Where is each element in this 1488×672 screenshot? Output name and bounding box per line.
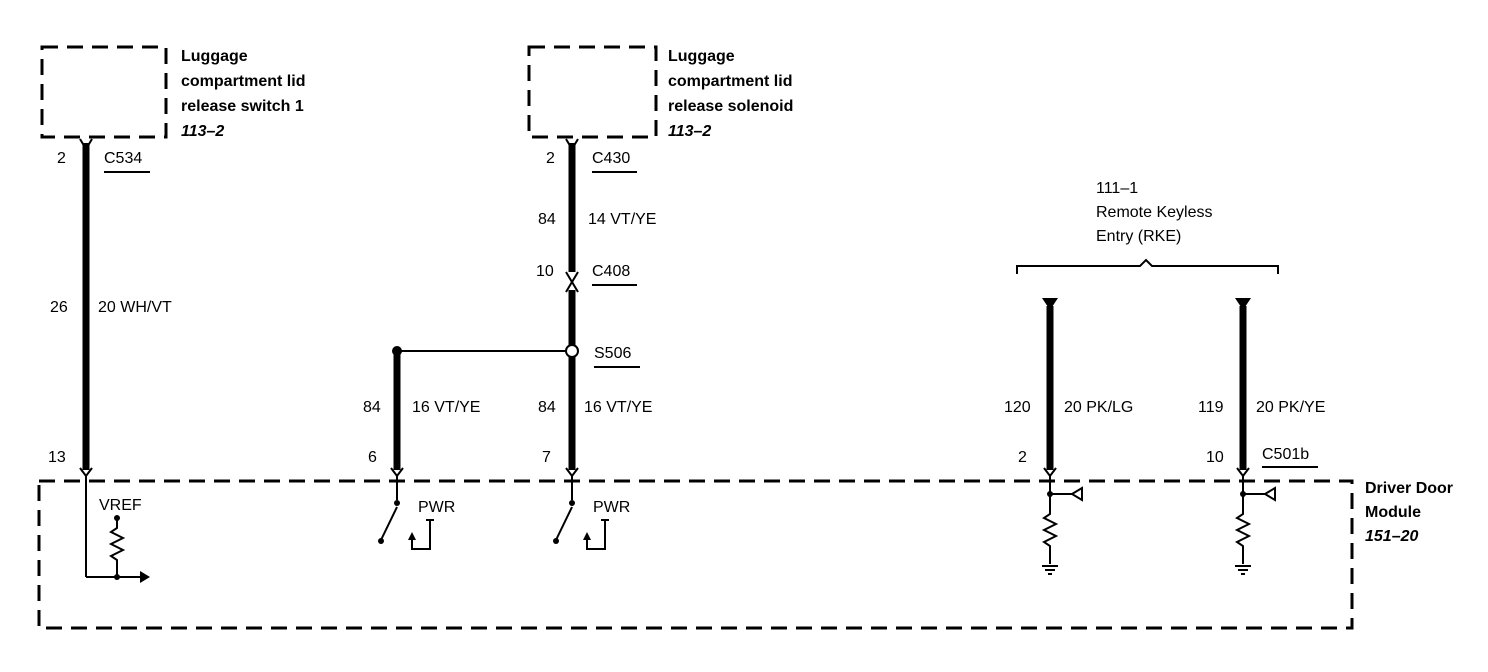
pwr1-arrow xyxy=(408,532,416,540)
pin-ddm-10: 10 xyxy=(1206,449,1224,466)
connector-c534-arrow xyxy=(79,138,93,151)
vref-node-bottom xyxy=(114,574,120,580)
pwr2-contact-bottom xyxy=(553,538,559,544)
solenoid-label-line1: Luggage xyxy=(668,48,735,65)
vref-label: VREF xyxy=(99,497,142,514)
wire-color-119: 20 PK/YE xyxy=(1256,399,1325,416)
pwr1-supply xyxy=(411,519,434,550)
rke-label-line1: Remote Keyless xyxy=(1096,204,1213,221)
circuit-119: 119 xyxy=(1198,399,1224,416)
switch1-box xyxy=(40,45,168,139)
rke-terminal-119 xyxy=(1235,298,1251,310)
pwr2-supply xyxy=(586,519,609,550)
ddm-box xyxy=(37,479,1354,630)
wire-color-26: 20 WH/VT xyxy=(98,299,172,316)
circuit-26: 26 xyxy=(50,299,68,316)
wire-color-120: 20 PK/LG xyxy=(1064,399,1133,416)
wire-color-84-pin7: 16 VT/YE xyxy=(584,399,652,416)
circuit-84-pin6: 84 xyxy=(363,399,381,416)
splice-s506: S506 xyxy=(594,345,631,362)
ddm-label-line1: Driver Door xyxy=(1365,480,1453,497)
pwr2-arrow xyxy=(583,532,591,540)
pin-ddm-2: 2 xyxy=(1018,449,1027,466)
rke120-output-arrow xyxy=(1050,486,1083,502)
connector-c501b: C501b xyxy=(1262,446,1309,463)
connector-c430-arrow xyxy=(565,138,579,151)
pin-ddm-13: 13 xyxy=(48,449,66,466)
pin-c430: 2 xyxy=(546,150,555,167)
pwr1-label: PWR xyxy=(418,499,455,516)
wire-color-84-pin6: 16 VT/YE xyxy=(412,399,480,416)
connector-c534: C534 xyxy=(104,150,142,167)
switch1-ref: 113–2 xyxy=(181,123,224,140)
rke120-resistor xyxy=(1041,506,1059,564)
rke119-output-arrow xyxy=(1243,486,1276,502)
circuit-120: 120 xyxy=(1004,399,1031,416)
pwr2-switch-blade xyxy=(555,506,573,541)
vref-ground-arrow xyxy=(140,571,150,583)
pin-ddm-7: 7 xyxy=(542,449,551,466)
pin-c534: 2 xyxy=(57,150,66,167)
circuit-84-pin7: 84 xyxy=(538,399,556,416)
solenoid-ref: 113–2 xyxy=(668,123,711,140)
rke-label-line2: Entry (RKE) xyxy=(1096,228,1181,245)
connector-c408-arrow-bottom xyxy=(565,280,579,293)
switch1-label-line1: Luggage xyxy=(181,48,248,65)
pwr1-contact-top xyxy=(394,500,400,506)
wire-color-84-upper: 14 VT/YE xyxy=(588,211,656,228)
switch1-label-line2: compartment lid xyxy=(181,73,305,90)
rke119-resistor xyxy=(1234,506,1252,564)
splice-s506-dot xyxy=(565,344,579,358)
solenoid-label-line2: compartment lid xyxy=(668,73,792,90)
switch1-label-line3: release switch 1 xyxy=(181,98,304,115)
solenoid-box xyxy=(527,45,658,139)
solenoid-label-line3: release solenoid xyxy=(668,98,793,115)
circuit-84-upper: 84 xyxy=(538,211,556,228)
ddm-ref: 151–20 xyxy=(1365,528,1418,545)
pin-ddm-6: 6 xyxy=(368,449,377,466)
ddm-label-line2: Module xyxy=(1365,504,1421,521)
vref-resistor xyxy=(108,518,126,577)
pwr2-label: PWR xyxy=(593,499,630,516)
pin-c408: 10 xyxy=(536,263,554,280)
rke119-ground-icon xyxy=(1235,565,1251,575)
rke-bracket xyxy=(1016,258,1279,274)
rke-terminal-120 xyxy=(1042,298,1058,310)
pwr2-contact-top xyxy=(569,500,575,506)
pwr1-contact-bottom xyxy=(378,538,384,544)
rke120-ground-icon xyxy=(1042,565,1058,575)
rke-ref: 111–1 xyxy=(1096,180,1138,197)
pwr1-switch-blade xyxy=(380,506,398,541)
connector-c408: C408 xyxy=(592,263,630,280)
connector-c430: C430 xyxy=(592,150,630,167)
